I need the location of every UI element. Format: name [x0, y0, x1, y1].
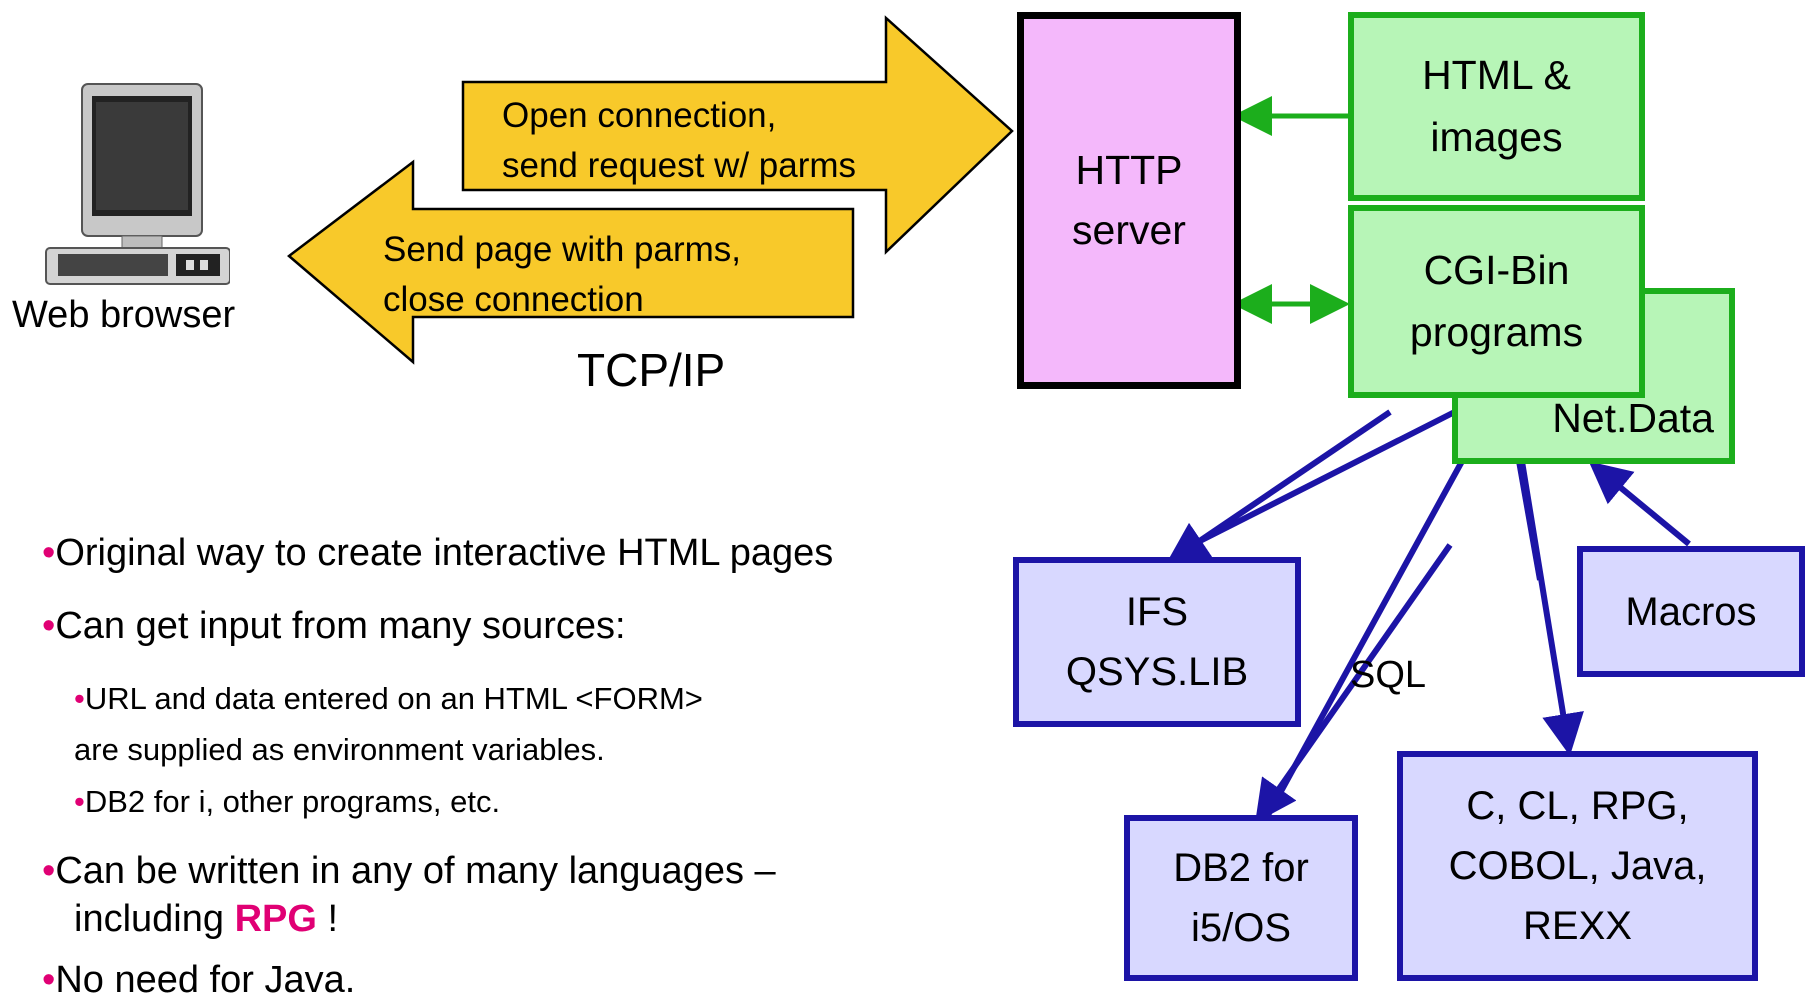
- bullet-3-cont: including RPG !: [74, 900, 338, 938]
- ifs-line-2: QSYS.LIB: [1065, 650, 1249, 694]
- ifs-to-cgi-arrow: [1198, 384, 1509, 544]
- languages-line-2: COBOL, Java,: [1448, 844, 1707, 888]
- db2-line-2: i5/OS: [1190, 906, 1292, 950]
- bullet-3: •Can be written in any of many languages…: [42, 852, 776, 890]
- bullet-marker: •: [42, 605, 56, 647]
- macros-box: Macros: [1577, 546, 1805, 677]
- request-line-2: send request w/ parms: [502, 146, 857, 186]
- bullet-2a-cont: are supplied as environment variables.: [74, 734, 605, 765]
- http-server-line-2: server: [1072, 206, 1186, 253]
- response-line-2: close connection: [383, 280, 644, 320]
- request-arrow-text: Open connection, send request w/ parms: [502, 96, 856, 187]
- bullet-2-text: Can get input from many sources:: [55, 605, 626, 647]
- bullet-1: •Original way to create interactive HTML…: [42, 534, 833, 572]
- macros-label: Macros: [1625, 589, 1757, 634]
- ifs-line-1: IFS: [1125, 590, 1189, 634]
- computer-icon: [45, 83, 230, 285]
- db2-line-1: DB2 for: [1173, 846, 1309, 890]
- cgi-bin-box: CGI-Bin programs: [1348, 205, 1645, 398]
- bullet-marker: •: [74, 681, 85, 716]
- html-images-line-1: HTML &: [1422, 52, 1571, 98]
- request-line-1: Open connection,: [502, 96, 777, 135]
- cgi-bin-line-1: CGI-Bin: [1423, 247, 1570, 293]
- languages-line-1: C, CL, RPG,: [1466, 784, 1689, 828]
- net-data-label: Net.Data: [1552, 394, 1714, 441]
- bullet-3-post: !: [327, 898, 339, 940]
- bullet-2a-text-2: are supplied as environment variables.: [74, 732, 605, 767]
- bullet-2a: •URL and data entered on an HTML <FORM>: [74, 683, 703, 714]
- http-server-box: HTTP server: [1017, 12, 1241, 389]
- macros-netdata-arrow: [1588, 461, 1691, 547]
- bullet-marker: •: [42, 532, 56, 574]
- http-server-line-1: HTTP: [1075, 147, 1183, 194]
- db2-cgi-arrow-down: [1255, 543, 1453, 823]
- bullet-2b: •DB2 for i, other programs, etc.: [74, 786, 500, 817]
- bullet-2b-text: DB2 for i, other programs, etc.: [84, 784, 501, 819]
- response-line-1: Send page with parms,: [383, 230, 741, 269]
- response-arrow: [287, 159, 855, 365]
- languages-line-3: REXX: [1523, 904, 1632, 948]
- bullet-marker: •: [42, 959, 56, 1001]
- cgi-bin-line-2: programs: [1409, 308, 1584, 355]
- bullet-2: •Can get input from many sources:: [42, 607, 626, 645]
- ifs-box: IFS QSYS.LIB: [1013, 557, 1301, 727]
- bullet-marker: •: [74, 784, 85, 819]
- bullet-3-pre: including: [74, 898, 224, 940]
- protocol-label: TCP/IP: [577, 344, 726, 396]
- db2-box: DB2 for i5/OS: [1124, 815, 1358, 981]
- bullet-2a-text: URL and data entered on an HTML <FORM>: [84, 681, 703, 716]
- rpg-highlight: RPG: [234, 898, 317, 940]
- response-arrow-text: Send page with parms, close connection: [383, 230, 741, 321]
- html-images-box: HTML & images: [1348, 12, 1645, 201]
- web-browser-label: Web browser: [12, 294, 236, 336]
- request-arrow: [461, 15, 1014, 255]
- html-images-line-2: images: [1430, 113, 1563, 160]
- sql-label: SQL: [1350, 654, 1427, 696]
- bullet-4-text: No need for Java.: [55, 959, 356, 1001]
- bullet-marker: •: [42, 850, 56, 892]
- bullet-3-text: Can be written in any of many languages …: [55, 850, 776, 892]
- languages-box: C, CL, RPG, COBOL, Java, REXX: [1397, 751, 1758, 981]
- bullet-1-text: Original way to create interactive HTML …: [55, 532, 834, 574]
- bullet-4: •No need for Java.: [42, 961, 355, 999]
